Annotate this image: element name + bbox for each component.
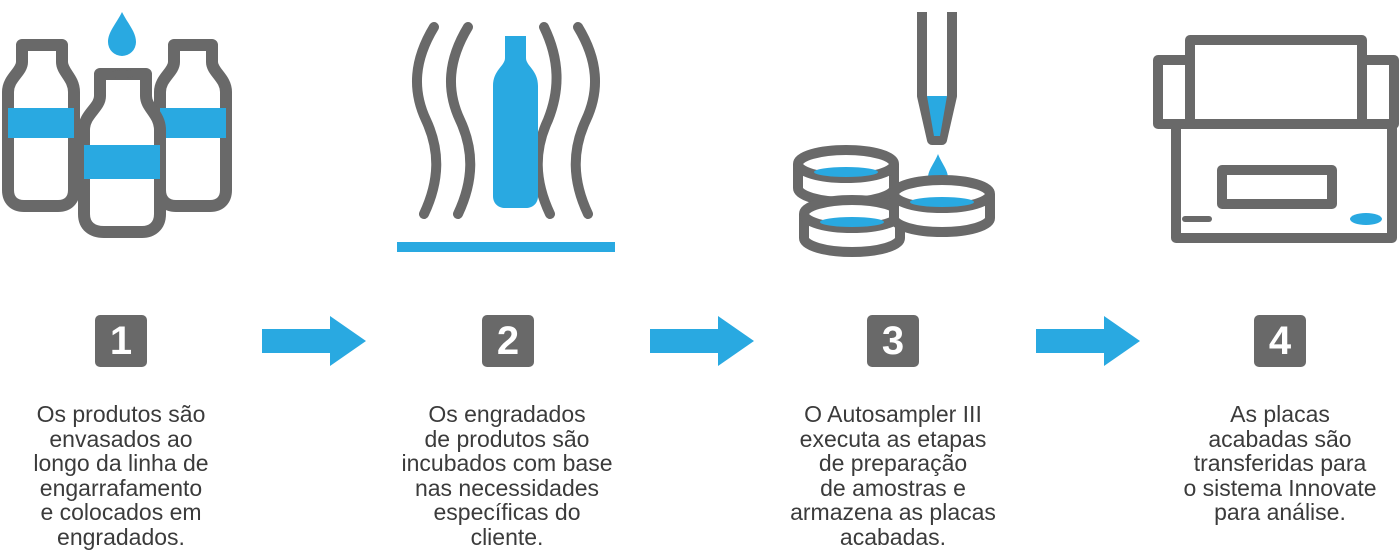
caption-line: de produtos são bbox=[424, 425, 590, 452]
caption-line: envasados ao bbox=[49, 425, 193, 452]
caption-line: acabadas são bbox=[1208, 425, 1352, 452]
caption-line: transferidas para bbox=[1193, 450, 1367, 476]
step-3-caption: O Autosampler III executa as etapas de p… bbox=[768, 402, 1018, 549]
step-4-number-badge: 4 bbox=[1254, 315, 1306, 367]
caption-line: armazena as placas bbox=[790, 499, 996, 525]
caption-line: executa as etapas bbox=[799, 425, 987, 452]
caption-line: e colocados em bbox=[40, 499, 202, 525]
arrow-right-icon bbox=[650, 316, 754, 366]
step-2-caption: Os engradados de produtos são incubados … bbox=[382, 402, 632, 549]
caption-line: O Autosampler III bbox=[804, 401, 982, 427]
caption-line: para análise. bbox=[1214, 499, 1346, 525]
analyzer-instrument-icon bbox=[1153, 35, 1399, 243]
caption-line: de amostras e bbox=[820, 474, 966, 501]
step-1-caption: Os produtos são envasados ao longo da li… bbox=[0, 402, 246, 549]
pipette-plates-icon bbox=[793, 12, 995, 257]
step-1-number-badge: 1 bbox=[95, 315, 147, 367]
caption-line: engarrafamento bbox=[39, 474, 203, 501]
bottle-incubation-icon bbox=[397, 22, 615, 252]
caption-line: engradados. bbox=[57, 523, 185, 550]
caption-line: específicas do bbox=[433, 499, 581, 525]
caption-line: incubados com base bbox=[401, 450, 613, 476]
caption-line: Os engradados bbox=[428, 401, 586, 427]
bottles-filling-icon bbox=[2, 12, 232, 238]
caption-line: acabadas. bbox=[839, 523, 947, 550]
caption-line: Os produtos são bbox=[36, 401, 206, 427]
caption-line: longo da linha de bbox=[33, 450, 209, 476]
step-4-caption: As placas acabadas são transferidas para… bbox=[1155, 402, 1400, 525]
step-3-number-badge: 3 bbox=[867, 315, 919, 367]
caption-line: o sistema Innovate bbox=[1183, 474, 1377, 501]
caption-line: de preparação bbox=[818, 450, 968, 476]
step-2-number-badge: 2 bbox=[482, 315, 534, 367]
arrow-right-icon bbox=[262, 316, 366, 366]
caption-line: As placas bbox=[1230, 401, 1330, 427]
caption-line: cliente. bbox=[470, 523, 544, 550]
caption-line: nas necessidades bbox=[414, 474, 600, 501]
arrow-right-icon bbox=[1036, 316, 1140, 366]
